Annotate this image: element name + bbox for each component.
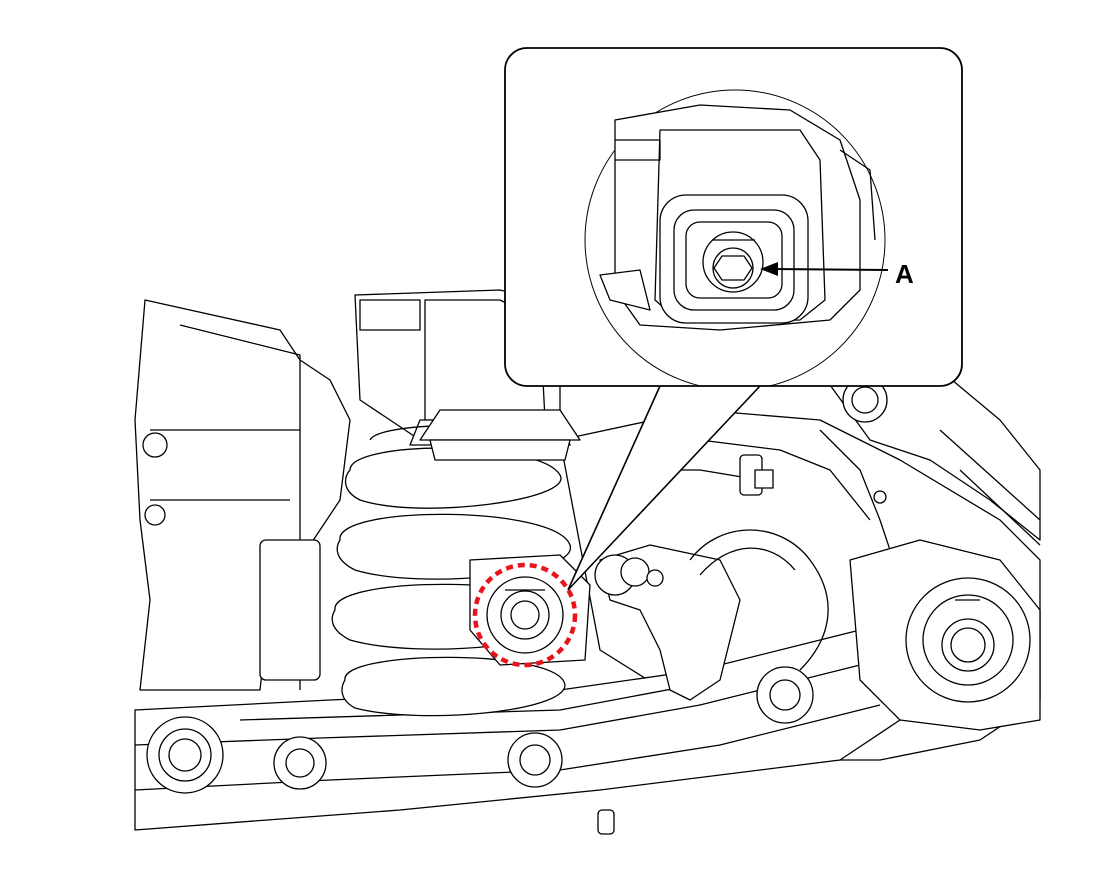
- spring-seat: [419, 409, 581, 461]
- zoomed-bracket-detail: [584, 89, 886, 386]
- callout-arrowhead: [760, 262, 778, 276]
- callout-arrow-line: [771, 268, 889, 271]
- callout-label-a: A: [895, 259, 914, 289]
- suspension-assembly: [134, 289, 1041, 835]
- bolt-highlight-circle: [472, 562, 578, 668]
- knuckle: [134, 299, 351, 691]
- callout-pointer-edge-left: [567, 385, 661, 591]
- callout-pointer-edge-right: [567, 385, 761, 591]
- arm-bushing-mount: [849, 539, 1041, 731]
- stabilizer-link: [594, 529, 829, 701]
- detail-callout: A: [504, 47, 963, 591]
